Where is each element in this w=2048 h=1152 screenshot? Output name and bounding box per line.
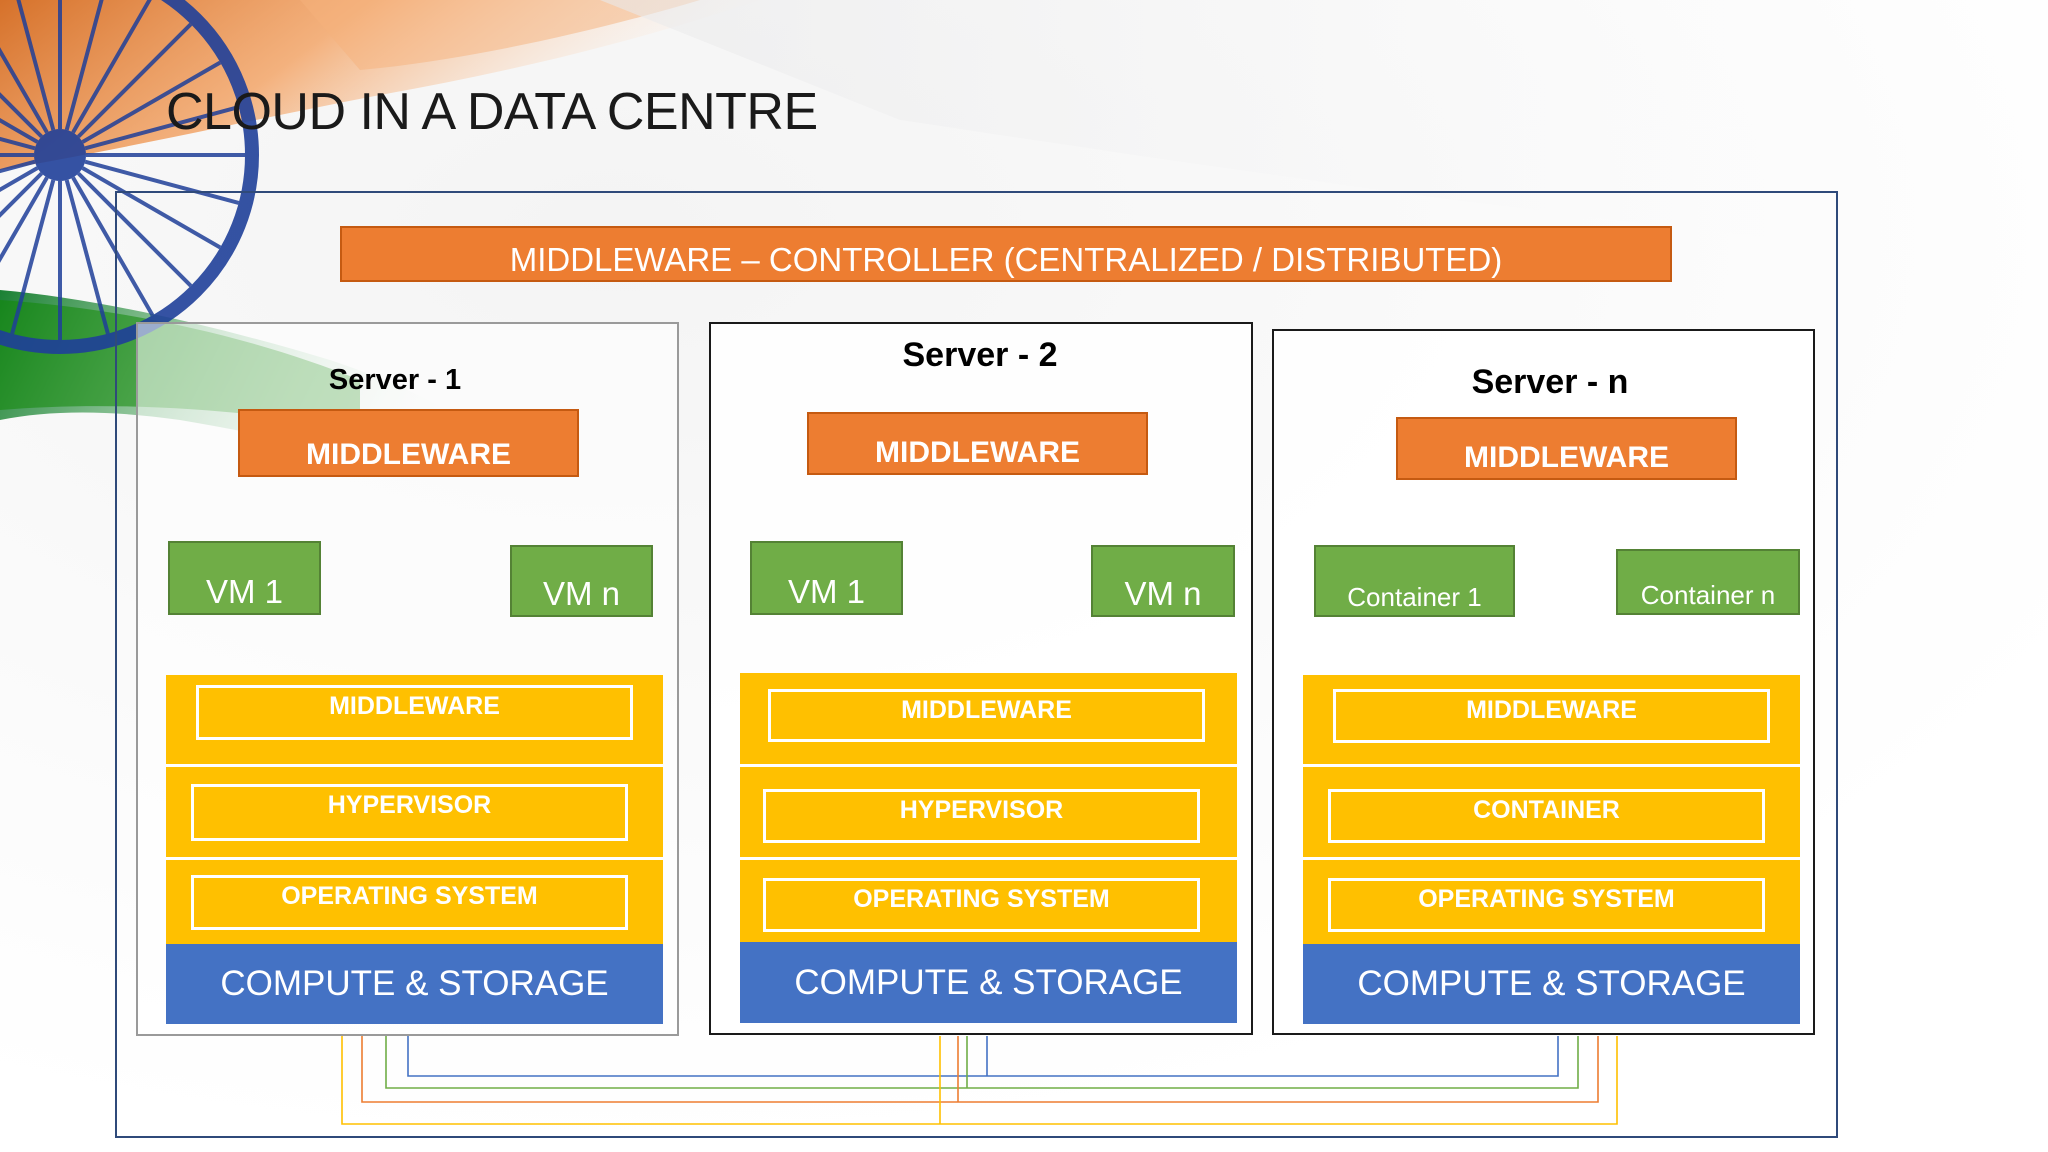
chakra-spoke	[76, 171, 193, 288]
chakra-spoke	[76, 22, 193, 139]
server-2-middleware: MIDDLEWARE	[807, 412, 1148, 475]
chakra-spoke	[81, 60, 222, 144]
server-n-layer-middleware-label: MIDDLEWARE	[1333, 689, 1770, 743]
server-2-layer-hypervisor-label: HYPERVISOR	[763, 789, 1200, 843]
chakra-spoke	[0, 136, 36, 151]
chakra-spoke	[0, 171, 44, 218]
chakra-spoke	[71, 176, 155, 317]
chakra-spoke	[16, 0, 56, 131]
chakra-spoke	[64, 0, 104, 131]
chakra-spoke	[0, 118, 39, 144]
chakra-spoke	[0, 166, 39, 192]
chakra-spoke	[0, 47, 49, 134]
server-1-compute-storage: COMPUTE & STORAGE	[166, 944, 663, 1024]
chakra-spoke	[84, 159, 240, 205]
slide-title: CLOUD IN A DATA CENTRE	[166, 83, 818, 141]
data-centre-frame	[115, 191, 1838, 1138]
chakra-spoke	[0, 159, 36, 174]
server-n-container-1: Container 1	[1314, 545, 1515, 617]
chakra-spoke	[71, 0, 152, 134]
middleware-controller-bar: MIDDLEWARE – CONTROLLER (CENTRALIZED / D…	[340, 226, 1672, 282]
server-n-layer-os: OPERATING SYSTEM	[1303, 857, 1800, 944]
server-1-layer-hypervisor-label: HYPERVISOR	[191, 784, 628, 841]
server-2-layer-middleware: MIDDLEWARE	[740, 673, 1237, 764]
server-n-container-n: Container n	[1616, 549, 1800, 615]
server-2-title: Server - 2	[902, 336, 1058, 374]
server-n-layer-middleware: MIDDLEWARE	[1303, 675, 1800, 764]
chakra-spoke	[84, 105, 240, 151]
server-n-compute-storage: COMPUTE & STORAGE	[1303, 944, 1800, 1024]
server-n-layer-container: CONTAINER	[1303, 764, 1800, 857]
server-1-title: Server - 1	[328, 364, 462, 396]
server-1-layer-os-label: OPERATING SYSTEM	[191, 875, 628, 930]
chakra-spoke	[64, 179, 110, 335]
server-2-vm-1: VM 1	[750, 541, 903, 615]
server-n-layer-os-label: OPERATING SYSTEM	[1328, 878, 1765, 932]
server-1-vm-1: VM 1	[168, 541, 321, 615]
server-2-layer-os-label: OPERATING SYSTEM	[763, 878, 1200, 932]
server-1-vm-n: VM n	[510, 545, 653, 617]
chakra-spoke	[10, 179, 56, 335]
server-n-layer-container-label: CONTAINER	[1328, 789, 1765, 843]
server-1-middleware: MIDDLEWARE	[238, 409, 579, 477]
chakra-spoke	[0, 176, 49, 263]
chakra-spoke	[81, 166, 222, 250]
server-1-layer-middleware-label: MIDDLEWARE	[196, 685, 633, 740]
ashoka-chakra-icon	[0, 0, 259, 354]
server-2-compute-storage: COMPUTE & STORAGE	[740, 942, 1237, 1023]
server-2-layer-hypervisor: HYPERVISOR	[740, 764, 1237, 857]
server-2-layer-os: OPERATING SYSTEM	[740, 857, 1237, 942]
server-1-layer-hypervisor: HYPERVISOR	[166, 764, 663, 857]
server-n-middleware: MIDDLEWARE	[1396, 417, 1737, 480]
server-2-vm-n: VM n	[1091, 545, 1235, 617]
server-1-layer-middleware: MIDDLEWARE	[166, 675, 663, 764]
server-1-layer-os: OPERATING SYSTEM	[166, 857, 663, 944]
chakra-spoke	[0, 92, 44, 139]
server-n-title: Server - n	[1471, 363, 1629, 401]
server-2-layer-middleware-label: MIDDLEWARE	[768, 689, 1205, 742]
